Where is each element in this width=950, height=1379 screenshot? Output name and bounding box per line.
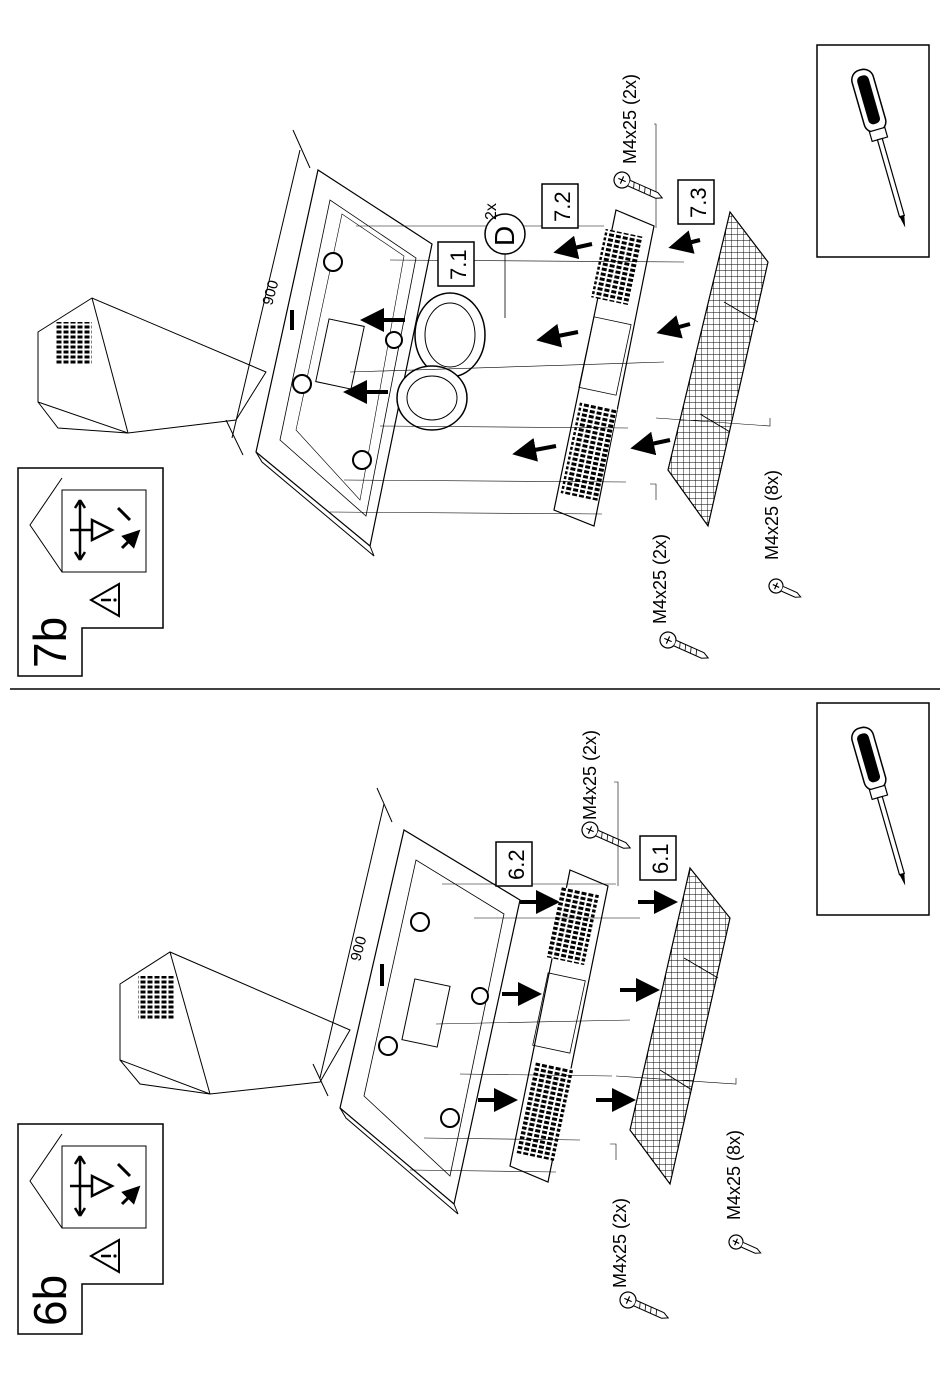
screw-label-grille-top: M4x25 (2x) bbox=[620, 74, 640, 164]
lamp bbox=[472, 988, 488, 1004]
chimney-top bbox=[38, 298, 266, 433]
grease-filter-top bbox=[668, 212, 768, 526]
panel-7b: 7b bbox=[18, 45, 929, 676]
callout-6-2: 6.2 bbox=[496, 842, 532, 886]
screw-icon bbox=[611, 169, 665, 205]
grease-filter-bottom bbox=[630, 868, 730, 1184]
screw-icon bbox=[579, 819, 633, 855]
grille-panel-bottom bbox=[510, 870, 608, 1182]
hood-body-bottom bbox=[340, 830, 520, 1214]
dimension-label: 900 bbox=[259, 278, 282, 307]
callout-7-3: 7.3 bbox=[678, 180, 714, 224]
grille-panel-top bbox=[554, 210, 654, 526]
svg-text:7.1: 7.1 bbox=[446, 249, 471, 280]
callout-7-2: 7.2 bbox=[542, 184, 578, 228]
tool-box-bottom bbox=[817, 703, 929, 915]
hood-body-top bbox=[256, 170, 432, 556]
svg-text:2x: 2x bbox=[483, 203, 500, 220]
control-panel bbox=[380, 964, 384, 986]
lamp bbox=[324, 253, 342, 271]
svg-text:6.1: 6.1 bbox=[648, 843, 673, 874]
svg-text:D: D bbox=[489, 226, 520, 246]
lamp bbox=[293, 375, 311, 393]
step-label: 7b bbox=[24, 617, 76, 668]
callout-7-1: 7.1 bbox=[438, 242, 474, 286]
screw-icon bbox=[767, 577, 804, 604]
step-label: 6b bbox=[24, 1275, 76, 1326]
svg-text:7.2: 7.2 bbox=[550, 191, 575, 222]
panel-6b: 6b bbox=[18, 703, 929, 1334]
lamp bbox=[379, 1037, 397, 1055]
screw-label-grille-bottom: M4x25 (2x) bbox=[650, 534, 670, 624]
screw-label-filter: M4x25 (8x) bbox=[762, 470, 782, 560]
svg-text:7.3: 7.3 bbox=[686, 187, 711, 218]
dimension-label: 900 bbox=[347, 934, 370, 963]
step-box-6b: 6b bbox=[18, 1124, 163, 1334]
screw-icon bbox=[727, 1233, 764, 1260]
chimney-vent bbox=[138, 976, 174, 1020]
lamp bbox=[411, 913, 429, 931]
lamp bbox=[441, 1109, 459, 1127]
screw-label-filter: M4x25 (8x) bbox=[724, 1130, 744, 1220]
svg-text:6.2: 6.2 bbox=[504, 849, 529, 880]
screw-icon bbox=[657, 629, 711, 665]
step-box-7b: 7b bbox=[18, 468, 163, 676]
screw-icon bbox=[617, 1289, 671, 1325]
screw-label-grille-top: M4x25 (2x) bbox=[580, 730, 600, 820]
chimney-vent bbox=[56, 322, 92, 364]
tool-box-top bbox=[817, 45, 929, 257]
lamp bbox=[353, 451, 371, 469]
chimney-bottom bbox=[120, 952, 350, 1094]
callout-6-1: 6.1 bbox=[640, 836, 676, 880]
screw-label-grille-bottom: M4x25 (2x) bbox=[610, 1198, 630, 1288]
control-panel bbox=[290, 310, 294, 330]
lamp bbox=[386, 332, 402, 348]
